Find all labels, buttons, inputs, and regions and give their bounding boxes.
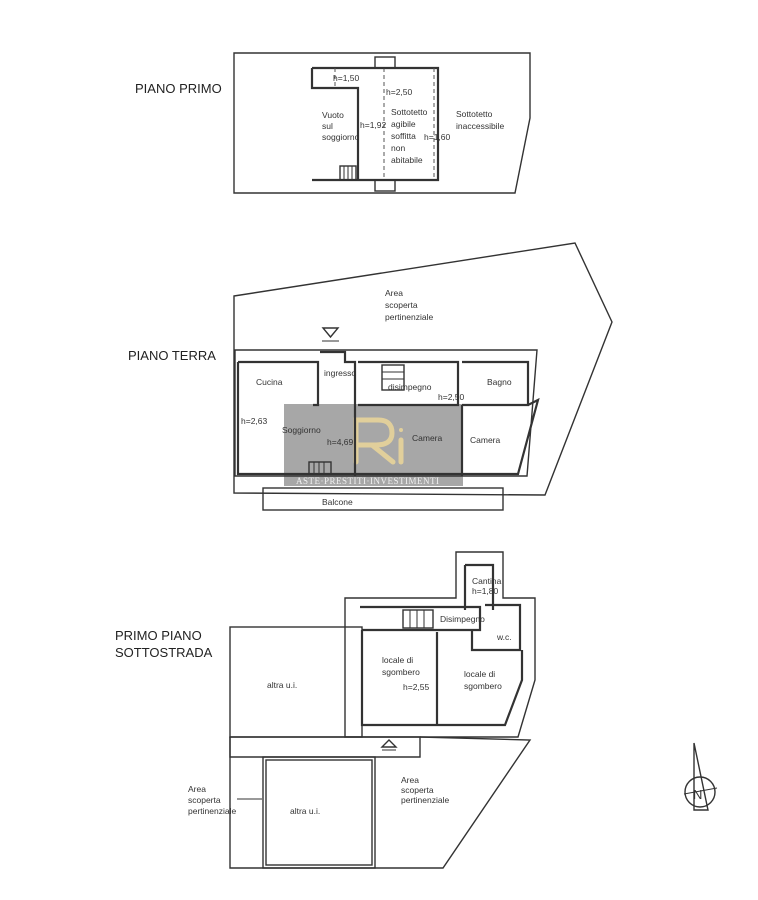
stairs-icon: [308, 461, 332, 475]
room-label: sul: [322, 121, 333, 131]
stairs-icon: [339, 165, 357, 181]
stairs-icon: [402, 609, 434, 629]
room-label: altra u.i.: [290, 806, 320, 816]
entrance-arrow-icon: [321, 327, 340, 342]
outer-boundary: [233, 52, 531, 194]
room-label: locale di: [382, 655, 413, 665]
room-label: Sottotetto: [456, 109, 493, 119]
area-label: Area: [188, 784, 206, 794]
room-label: soggiorno: [322, 132, 360, 142]
interior-walls: [360, 563, 524, 727]
room-label: Soggiorno: [282, 425, 321, 435]
entrance-arrow-icon: [380, 739, 398, 751]
watermark-logo: [353, 417, 404, 465]
outer-boundary: [233, 242, 613, 496]
window: [374, 56, 396, 69]
north-arrow-icon: N: [683, 742, 718, 811]
room-label: abitabile: [391, 155, 423, 165]
room-label: altra u.i.: [267, 680, 297, 690]
room-label: Vuoto: [322, 110, 344, 120]
area-label: pertinenziale: [385, 312, 433, 322]
primo-piano-sottostrada: PRIMO PIANO SOTTOSTRADA Cantina h=1,80 D…: [115, 551, 536, 869]
area-label: Area: [401, 775, 419, 785]
height-label: h=1,80: [472, 586, 499, 596]
height-label: h=2,63: [241, 416, 268, 426]
floor-title-piano-primo: PIANO PRIMO: [135, 81, 222, 96]
altra-ui-lower: [262, 756, 376, 869]
room-label: inaccessibile: [456, 121, 504, 131]
room-label: non: [391, 143, 405, 153]
floor-title-line1: PRIMO PIANO: [115, 628, 202, 643]
room-label: w.c.: [496, 632, 512, 642]
window: [374, 179, 396, 192]
void-wall: [310, 68, 360, 180]
room-label: Camera: [470, 435, 501, 445]
floor-title-line2: SOTTOSTRADA: [115, 645, 213, 660]
piano-primo: PIANO PRIMO h=1,50 h=2,50 Vuoto sul sogg…: [135, 52, 531, 194]
balcone: [262, 487, 504, 511]
height-label: h=1,92: [360, 120, 387, 130]
room-label: Cantina: [472, 576, 502, 586]
room-label: locale di: [464, 669, 495, 679]
room-label: sgombero: [464, 681, 502, 691]
stairs-icon: [381, 364, 405, 391]
room-label: Camera: [412, 433, 443, 443]
room-label: ingresso: [324, 368, 356, 378]
height-label: h=2,50: [438, 392, 465, 402]
room-label: agibile: [391, 119, 416, 129]
watermark: ASTE·PRESTITI·INVESTIMENTI: [284, 404, 463, 486]
room-label: Bagno: [487, 377, 512, 387]
area-label: pertinenziale: [401, 795, 449, 805]
height-label: h=2,50: [386, 87, 413, 97]
area-label: scoperta: [188, 795, 221, 805]
floor-title-piano-terra: PIANO TERRA: [128, 348, 216, 363]
room-label: soffitta: [391, 131, 416, 141]
compass-label: N: [693, 787, 702, 802]
room-label: Balcone: [322, 497, 353, 507]
room-label: Cucina: [256, 377, 283, 387]
height-label: h=2,55: [403, 682, 430, 692]
room-label: Disimpegno: [440, 614, 485, 624]
height-label: h=1,50: [333, 73, 360, 83]
interior-walls: [236, 350, 540, 476]
height-label: h=1,60: [424, 132, 451, 142]
room-label: disimpegno: [388, 382, 432, 392]
height-label: h=4,69: [327, 437, 354, 447]
room-label: Sottotetto: [391, 107, 428, 117]
area-label: scoperta: [401, 785, 434, 795]
room-label: sgombero: [382, 667, 420, 677]
piano-terra: PIANO TERRA Area scoperta pertinenziale …: [128, 242, 613, 511]
watermark-text: ASTE·PRESTITI·INVESTIMENTI: [296, 476, 439, 486]
area-label: pertinenziale: [188, 806, 236, 816]
area-label: Area: [385, 288, 403, 298]
area-label: scoperta: [385, 300, 418, 310]
